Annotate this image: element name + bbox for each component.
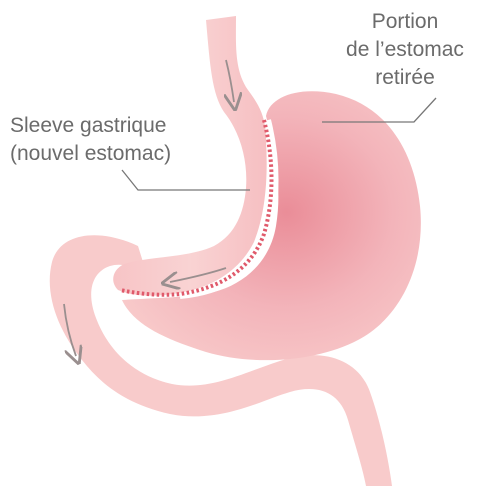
removed-portion-label: Portion de l’estomac retirée [330, 8, 480, 92]
leader-line-sleeve [122, 170, 250, 190]
gastric-sleeve-label: Sleeve gastrique (nouvel estomac) [10, 112, 240, 168]
gastric-sleeve-label-line2: (nouvel estomac) [10, 140, 240, 168]
removed-portion-label-line1: Portion [330, 8, 480, 36]
gastric-sleeve-label-line1: Sleeve gastrique [10, 112, 240, 140]
removed-portion-label-line3: retirée [330, 64, 480, 92]
removed-portion-label-line2: de l’estomac [330, 36, 480, 64]
